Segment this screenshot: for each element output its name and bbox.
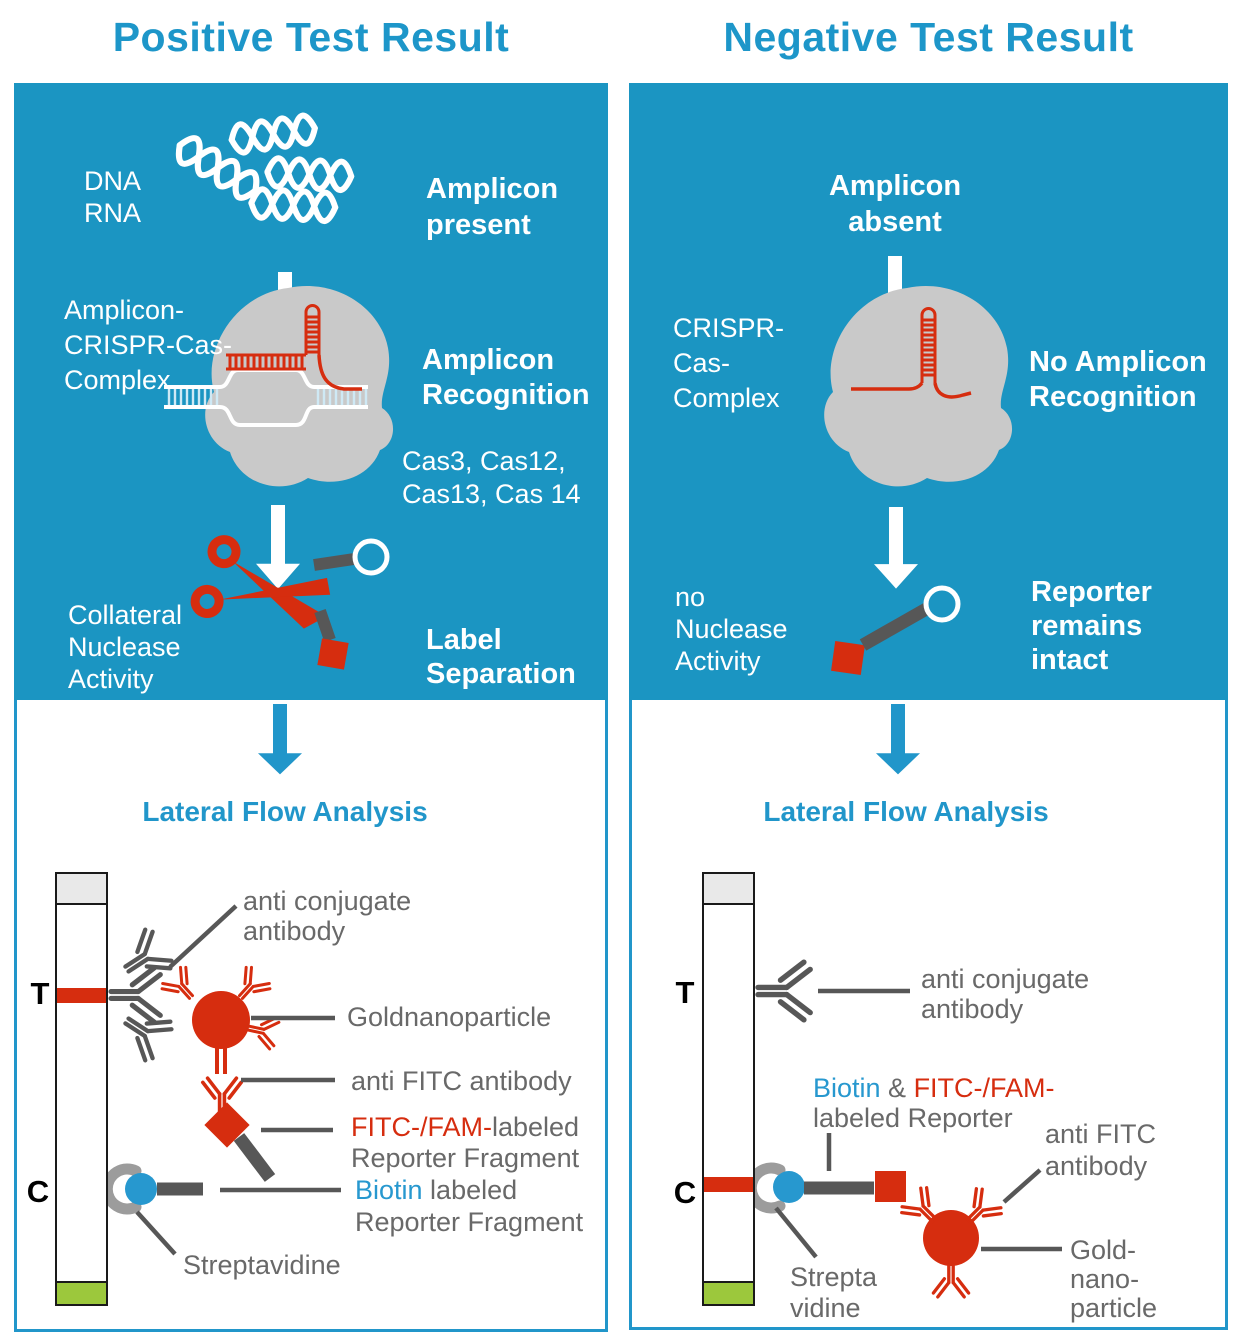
down-arrow-icon [256,505,300,589]
fitc-reporter-label: FITC-/FAM-labeled Reporter Fragment [351,1112,580,1173]
fitc-reporter-fragment-icon [204,1102,276,1182]
reporter-label: Biotin & FITC-/FAM- labeled Reporter [813,1073,1055,1133]
intact-reporter-icon [773,1171,906,1203]
anti-conjugate-antibody-icon [111,927,175,1063]
goldnanoparticle-label: Goldnanoparticle [347,1002,552,1032]
c-line-label: C [673,1175,697,1210]
anti-conjugate-label: anti conjugate antibody [921,964,1090,1024]
flow-heading: Lateral Flow Analysis [763,796,1049,827]
duplex-hatching [167,389,368,405]
down-arrow-icon [876,704,920,775]
complex-label: CRISPR- Cas- Complex [673,313,785,413]
goldnanoparticle-icon [158,963,282,1074]
collateral-nuclease-label: Collateral Nuclease Activity [68,600,183,694]
negative-lateral-flow-panel: T C Lateral Flow Analysis anti conjugate… [629,700,1228,1330]
goldnanoparticle-icon [897,1183,1006,1299]
anti-conjugate-label: anti conjugate antibody [243,886,412,946]
intact-reporter-icon [831,585,961,675]
amplicon-recognition-label: Amplicon Recognition [422,344,590,411]
biotin-reporter-fragment-icon [125,1173,203,1205]
strip-absorbent-pad [704,1281,753,1304]
cleaved-reporter-icon [313,538,390,670]
no-nuclease-label: no Nuclease Activity [675,582,788,676]
leader-lines [774,1168,1062,1259]
down-arrow-icon [874,507,918,589]
dna-helix-icon [172,114,352,222]
streptavidine-label: Strepta vidine [790,1262,878,1323]
strip-sample-pad [57,874,106,905]
label-separation-label: Label Separation [426,624,576,690]
negative-title: Negative Test Result [723,14,1134,60]
guide-rna-icon [226,304,362,391]
leader-line [168,904,238,969]
strip-absorbent-pad [57,1281,106,1304]
crispr-cas-complex-icon [164,285,394,487]
no-recognition-label: No Amplicon Recognition [1029,346,1207,413]
test-strip [55,872,108,1306]
complex-label: Amplicon- CRISPR-Cas- Complex [64,295,233,395]
strip-sample-pad [704,874,753,905]
control-line-band [704,1177,753,1192]
positive-reaction-panel: DNA RNA Amplicon present Amplicon- CRISP… [14,83,608,700]
reporter-intact-label: Reporter remains intact [1031,576,1152,676]
flow-heading: Lateral Flow Analysis [142,796,428,827]
down-arrow-icon [258,704,302,775]
t-line-label: T [30,976,50,1011]
positive-title: Positive Test Result [112,14,510,60]
positive-flow-graphics [101,704,341,1256]
leader-lines [135,1015,341,1256]
negative-reaction-panel: Amplicon absent CRISPR- Cas- Complex No … [629,83,1228,700]
anti-conjugate-antibody-icon [758,962,810,1020]
amplicon-present-label: Amplicon present [426,173,559,241]
crispr-cas-complex-icon [824,285,1013,487]
amplicon-absent-label: Amplicon absent [828,170,962,238]
cas-list-label: Cas3, Cas12, Cas13, Cas 14 [402,446,581,509]
goldnanoparticle-label: Gold- nano- particle [1070,1235,1158,1323]
c-line-label: C [26,1174,50,1209]
test-strip [702,872,755,1306]
anti-fitc-label: anti FITC antibody [1045,1119,1157,1181]
sample-label: DNA RNA [84,166,142,228]
guide-rna-icon [851,307,972,399]
test-line-band [57,988,106,1003]
positive-lateral-flow-panel: T C Lateral Flow Analysis anti conjugate… [14,700,608,1332]
negative-reaction-graphics [824,256,1013,675]
streptavidine-label: Streptavidine [183,1250,341,1280]
positive-reaction-graphics [164,83,394,670]
scissors-icon [190,535,331,629]
t-line-label: T [675,975,695,1010]
biotin-reporter-label: Biotin labeled Reporter Fragment [355,1175,584,1237]
anti-fitc-label: anti FITC antibody [351,1066,572,1096]
